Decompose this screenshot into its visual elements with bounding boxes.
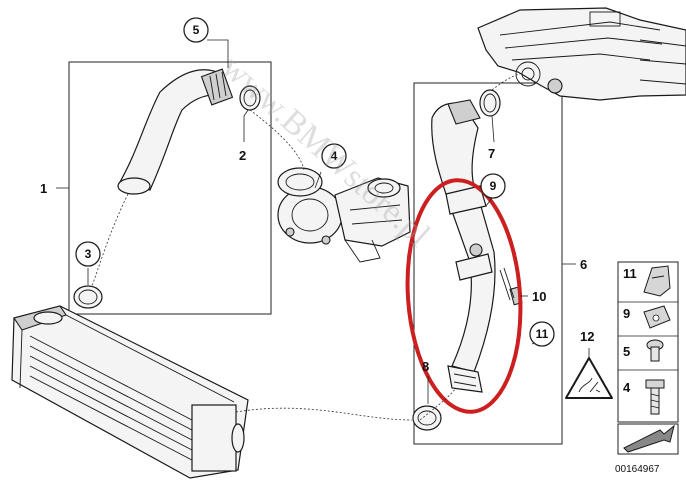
- part-5-hose: [117, 68, 234, 195]
- callout-7: 7: [488, 146, 495, 161]
- engine-block: [477, 7, 686, 101]
- part-12-warning-label: [565, 357, 613, 399]
- callout-4-circle: [321, 143, 347, 169]
- part-8-seal-ring: [412, 405, 442, 431]
- diagram-id: 00164967: [615, 464, 660, 475]
- clip-icon: [643, 265, 671, 297]
- part-3-seal-ring: [73, 285, 103, 309]
- callout-8: 8: [422, 359, 429, 374]
- callout-11-circle: [529, 321, 555, 347]
- callout-9: 9: [490, 179, 497, 193]
- callout-2: 2: [239, 148, 246, 163]
- bolt-icon: [645, 379, 665, 415]
- legend-num-9: 9: [623, 306, 630, 321]
- callout-10: 10: [532, 289, 546, 304]
- group-box-right: [413, 82, 563, 445]
- dash-path-hose-to-ring: [91, 193, 129, 287]
- dash-path-cooler-to-ring: [235, 407, 413, 421]
- legend-num-11: 11: [623, 266, 637, 281]
- callout-6: 6: [580, 257, 587, 272]
- callout-12: 12: [580, 329, 594, 344]
- fastener-legend: 11 9 5 4: [617, 261, 679, 455]
- legend-num-4: 4: [623, 380, 631, 395]
- part-7-seal-ring: [479, 89, 501, 117]
- highlight-ellipse: [405, 178, 523, 414]
- dash-path-ring-to-pipe: [419, 387, 457, 421]
- callout-3: 3: [85, 247, 92, 261]
- callout-5-circle: [183, 17, 209, 43]
- legend-num-5: 5: [623, 344, 630, 359]
- clamp-icon: [643, 305, 671, 329]
- intercooler: [11, 305, 249, 479]
- callout-4: 4: [331, 149, 338, 163]
- callout-1: 1: [40, 181, 47, 196]
- callout-9-circle: [480, 173, 506, 199]
- arrow-pointer-icon: [623, 424, 675, 453]
- callout-11: 11: [536, 327, 549, 341]
- callout-5: 5: [193, 23, 200, 37]
- turbocharger: [277, 167, 411, 263]
- callout-3-circle: [75, 241, 101, 267]
- screw-icon: [646, 339, 664, 362]
- part-6-charge-pipe: [431, 99, 496, 393]
